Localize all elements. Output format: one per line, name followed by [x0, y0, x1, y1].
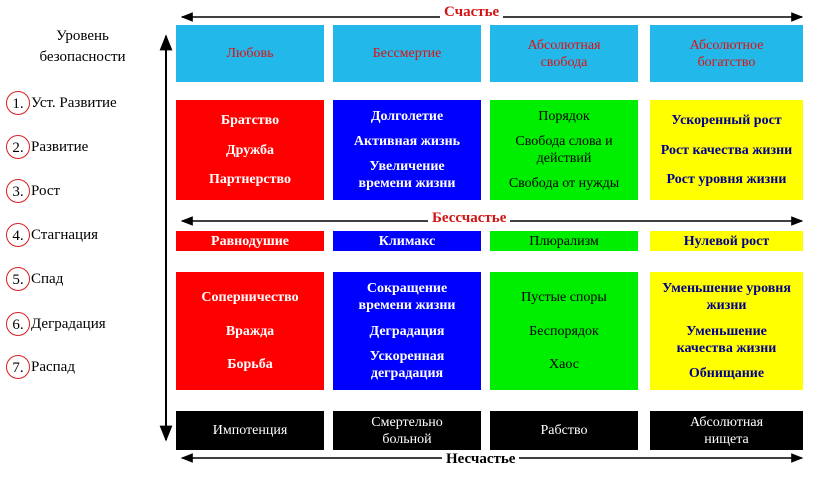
cell-text: Свобода от нужды	[508, 176, 620, 191]
happiness-label: Счастье	[440, 4, 504, 21]
top-cell-absolute-wealth: Абсолютное богатство	[650, 25, 803, 82]
growth-cell-green: Порядок Свобода слова и действий Свобода…	[490, 100, 638, 200]
cell-text: Равнодушие	[211, 233, 289, 249]
cell-text: Борьба	[227, 357, 273, 373]
bottom-cell-absolute-poverty: Абсолютная нищета	[650, 411, 803, 450]
cell-text: Рабство	[540, 423, 588, 438]
level-label: Спад	[31, 270, 64, 287]
level-number: 6.	[6, 312, 30, 336]
bottom-cell-slavery: Рабство	[490, 411, 638, 450]
growth-cell-yellow: Ускоренный рост Рост качества жизни Рост…	[650, 100, 803, 200]
cell-text: Уменьшение уровня жизни	[662, 281, 791, 314]
stagnation-cell-red: Равнодушие	[176, 231, 324, 251]
cell-text: Беспорядок	[529, 323, 599, 339]
cell-text: Ускоренный рост	[671, 113, 782, 129]
bottom-cell-impotence: Импотенция	[176, 411, 324, 450]
decline-cell-blue: Сокращение времени жизни Деградация Уско…	[333, 272, 481, 390]
cell-text: Сокращение времени жизни	[358, 281, 456, 314]
growth-cell-red: Братство Дружба Партнерство	[176, 100, 324, 200]
level-item-7: 7. Распад	[6, 354, 75, 380]
level-item-5: 5. Спад	[6, 266, 63, 292]
level-label: Рост	[31, 182, 61, 199]
cell-text: Пустые споры	[521, 289, 607, 305]
cell-text: Рост качества жизни	[660, 142, 793, 158]
level-number: 5.	[6, 267, 30, 291]
level-label: Деградация	[31, 315, 106, 332]
cell-text: Абсолютная нищета	[689, 414, 764, 447]
cell-text: Плюрализм	[529, 233, 599, 249]
cell-text: Деградация	[369, 323, 445, 339]
cell-text: Смертельно больной	[371, 414, 443, 447]
cell-text: Климакс	[378, 233, 436, 249]
bottom-cell-terminally-ill: Смертельно больной	[333, 411, 481, 450]
cell-text: Уменьшение качества жизни	[676, 323, 777, 356]
safety-level-title-line1: Уровень	[56, 28, 109, 44]
stagnation-cell-blue: Климакс	[333, 231, 481, 251]
safety-level-title-line2: безопасности	[39, 49, 126, 65]
cell-text: Долголетие	[370, 109, 444, 124]
cell-text: Бессмертие	[372, 46, 442, 61]
cell-text: Абсолютное богатство	[689, 37, 764, 70]
cell-text: Свобода слова и действий	[515, 134, 613, 166]
cell-text: Братство	[220, 113, 280, 129]
level-item-2: 2. Развитие	[6, 134, 88, 160]
level-number: 4.	[6, 223, 30, 247]
misfortune-label: Несчастье	[442, 451, 520, 468]
level-item-3: 3. Рост	[6, 178, 60, 204]
level-number: 2.	[6, 135, 30, 159]
cell-text: Нулевой рост	[683, 233, 770, 249]
level-label: Стагнация	[31, 226, 98, 243]
cell-text: Ускоренная деградация	[369, 348, 445, 381]
decline-cell-green: Пустые споры Беспорядок Хаос	[490, 272, 638, 390]
cell-text: Хаос	[549, 357, 579, 373]
decline-cell-yellow: Уменьшение уровня жизни Уменьшение качес…	[650, 272, 803, 390]
level-item-1: 1. Уст. Развитие	[6, 90, 117, 116]
top-cell-love: Любовь	[176, 25, 324, 82]
safety-level-title: Уровень безопасности	[0, 26, 165, 68]
level-label: Развитие	[31, 138, 89, 155]
stagnation-cell-yellow: Нулевой рост	[650, 231, 803, 251]
cell-text: Любовь	[226, 46, 274, 61]
cell-text: Вражда	[225, 323, 275, 339]
growth-cell-blue: Долголетие Активная жизнь Увеличение вре…	[333, 100, 481, 200]
level-number: 7.	[6, 355, 30, 379]
cell-text: Абсолютная свобода	[527, 37, 601, 70]
decline-cell-red: Соперничество Вражда Борьба	[176, 272, 324, 390]
top-cell-immortality: Бессмертие	[333, 25, 481, 82]
cell-text: Активная жизнь	[353, 134, 461, 149]
level-item-6: 6. Деградация	[6, 311, 106, 337]
cell-text: Соперничество	[201, 289, 299, 305]
level-label: Уст. Развитие	[31, 94, 117, 111]
cell-text: Рост уровня жизни	[666, 171, 787, 187]
cell-text: Увеличение времени жизни	[358, 159, 456, 191]
cell-text: Порядок	[538, 109, 590, 124]
cell-text: Импотенция	[212, 423, 288, 438]
level-number: 1.	[6, 91, 30, 115]
cell-text: Партнерство	[209, 171, 291, 187]
top-cell-absolute-freedom: Абсолютная свобода	[490, 25, 638, 82]
level-number: 3.	[6, 179, 30, 203]
cell-text: Обнищание	[688, 365, 765, 381]
unhappiness-label: Бессчастье	[428, 210, 511, 227]
cell-text: Дружба	[225, 142, 274, 158]
stagnation-cell-green: Плюрализм	[490, 231, 638, 251]
level-item-4: 4. Стагнация	[6, 222, 98, 248]
level-label: Распад	[31, 358, 75, 375]
